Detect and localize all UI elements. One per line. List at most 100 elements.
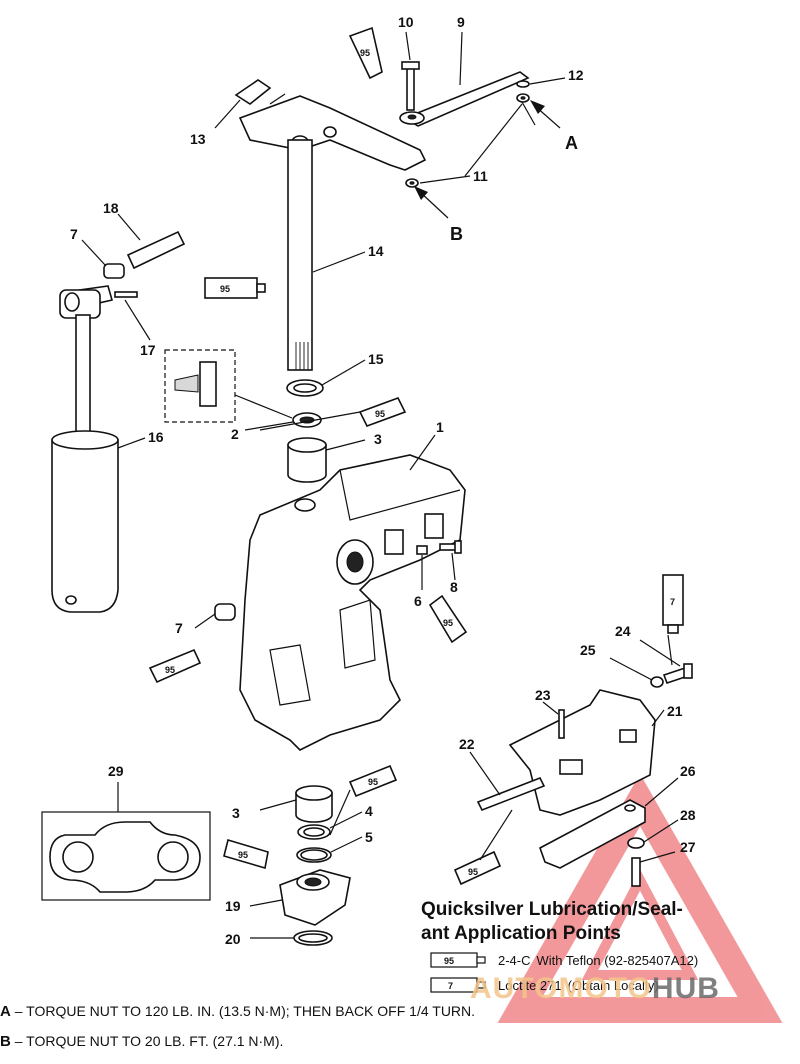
callout-3-upper: 3 <box>374 431 382 447</box>
lubricant-tube-icon-95-f: 95 <box>348 764 398 798</box>
legend-code: Loctite 271 <box>498 977 562 993</box>
svg-text:95: 95 <box>468 867 478 877</box>
plate-part-26 <box>539 799 646 869</box>
tilt-lock-bracket-part <box>508 689 656 816</box>
arrow-a-icon <box>530 100 561 129</box>
svg-text:95: 95 <box>444 956 454 966</box>
callout-3-lower: 3 <box>232 805 240 821</box>
callout-22: 22 <box>459 736 475 752</box>
callout-23: 23 <box>535 687 551 703</box>
bushing-part-3-upper <box>287 437 327 483</box>
callout-6: 6 <box>414 593 422 609</box>
gasket-inset-29 <box>41 811 211 901</box>
bolt-part-8 <box>439 540 462 554</box>
legend-title-line1: Quicksilver Lubrication/Seal- <box>421 899 683 920</box>
lubricant-tube-icon-95-d: 95 <box>428 594 468 644</box>
svg-text:7: 7 <box>670 597 675 607</box>
bushing-part-7-upper <box>103 263 125 279</box>
steering-shaft-part <box>287 139 313 371</box>
legend-desc: With Teflon (92-825407A12) <box>536 952 699 968</box>
callout-20: 20 <box>225 931 241 947</box>
callout-letter-b: B <box>450 224 463 244</box>
swivel-bracket-part <box>239 454 466 751</box>
rod-part-22 <box>476 776 546 812</box>
nut-part-6 <box>416 545 428 555</box>
sealant-tube-icon: 7 <box>430 977 486 993</box>
lubricant-tube-icon-95-g: 95 <box>223 838 269 870</box>
snap-ring-part-20 <box>293 930 333 946</box>
pivot-pin-part-18 <box>126 230 186 270</box>
callout-18: 18 <box>103 200 119 216</box>
callout-13: 13 <box>190 131 206 147</box>
nut-part-12 <box>516 80 530 103</box>
callout-24: 24 <box>615 623 631 639</box>
note-letter: B <box>0 1033 11 1050</box>
bushing-part-7-mid <box>214 603 236 621</box>
washer-part-28 <box>627 837 645 849</box>
seal-part-4 <box>297 824 331 840</box>
bushing-part-3-lower <box>295 785 333 823</box>
seal-detail-inset <box>164 349 293 423</box>
callout-1: 1 <box>436 419 444 435</box>
callout-26: 26 <box>680 763 696 779</box>
torque-note-a: A – TORQUE NUT TO 120 LB. IN. (13.5 N·M)… <box>0 1003 475 1020</box>
legend-title-line2: ant Application Points <box>421 923 621 944</box>
callout-10: 10 <box>398 14 414 30</box>
callout-9: 9 <box>457 14 465 30</box>
callout-7-mid: 7 <box>175 620 183 636</box>
lubricant-tube-icon-95-e: 95 <box>148 648 202 684</box>
bolt-part-10 <box>401 61 420 111</box>
legend-code: 2-4-C <box>498 952 531 968</box>
bushing-part-13 <box>234 79 272 105</box>
callout-5: 5 <box>365 829 373 845</box>
steering-arm-part <box>399 71 530 127</box>
sealant-tube-icon-7: 7 <box>662 574 684 634</box>
callout-numbers: 10 9 12 11 13 14 15 2 3 1 18 7 17 16 8 6… <box>70 14 696 947</box>
torque-note-b: B – TORQUE NUT TO 20 LB. FT. (27.1 N·M). <box>0 1033 283 1050</box>
watermark-logo: AUTOMOTOHUB <box>470 972 720 1006</box>
legend-item-loctite: 7 Loctite 271 (Obtain Locally) <box>430 975 659 995</box>
svg-text:95: 95 <box>220 284 230 294</box>
callout-15: 15 <box>368 351 384 367</box>
legend-item-2-4-c: 95 2-4-C With Teflon (92-825407A12) <box>430 950 698 970</box>
callout-11: 11 <box>473 168 488 184</box>
lubricant-tube-icon-95-b: 95 <box>204 277 266 299</box>
callout-16: 16 <box>148 429 164 445</box>
svg-text:95: 95 <box>165 665 175 675</box>
trim-cylinder-part <box>51 285 119 613</box>
callout-7-upper: 7 <box>70 226 78 242</box>
legend-title: Quicksilver Lubrication/Seal- ant Applic… <box>421 898 721 946</box>
callout-21: 21 <box>667 703 683 719</box>
svg-text:95: 95 <box>368 777 378 787</box>
ring-part-5 <box>296 847 332 863</box>
svg-text:95: 95 <box>238 850 248 860</box>
leader-lines <box>81 31 681 939</box>
note-text: – TORQUE NUT TO 20 LB. FT. (27.1 N·M). <box>14 1033 284 1049</box>
watermark-text-2: HUB <box>651 972 720 1005</box>
callout-19: 19 <box>225 898 241 914</box>
lubricant-tube-icon-95-c: 95 <box>358 397 407 427</box>
steering-bracket-part <box>238 93 427 171</box>
bolt-part-27 <box>631 857 641 887</box>
callout-28: 28 <box>680 807 696 823</box>
nut-part-11 <box>405 178 419 188</box>
svg-text:95: 95 <box>443 618 453 628</box>
callout-25: 25 <box>580 642 596 658</box>
bolt-part-24 <box>662 663 693 685</box>
callout-29: 29 <box>108 763 124 779</box>
callout-2: 2 <box>231 426 239 442</box>
arrow-b-icon <box>414 186 449 219</box>
svg-text:95: 95 <box>360 48 370 58</box>
legend-desc: (Obtain Locally) <box>567 977 659 993</box>
watermark-text-1: AUTOMOTO <box>470 972 652 1005</box>
callout-4: 4 <box>365 803 373 819</box>
lubricant-tube-icon-95-h: 95 <box>453 850 502 886</box>
lubricant-tube-icon-95-a: 95 <box>348 26 383 80</box>
svg-text:95: 95 <box>375 409 385 419</box>
note-text: – TORQUE NUT TO 120 LB. IN. (13.5 N·M); … <box>14 1003 476 1019</box>
washer-part-15 <box>286 379 324 397</box>
yoke-part-19 <box>279 869 351 926</box>
watermark-triangle-logo <box>497 773 783 1023</box>
callout-14: 14 <box>368 243 384 259</box>
